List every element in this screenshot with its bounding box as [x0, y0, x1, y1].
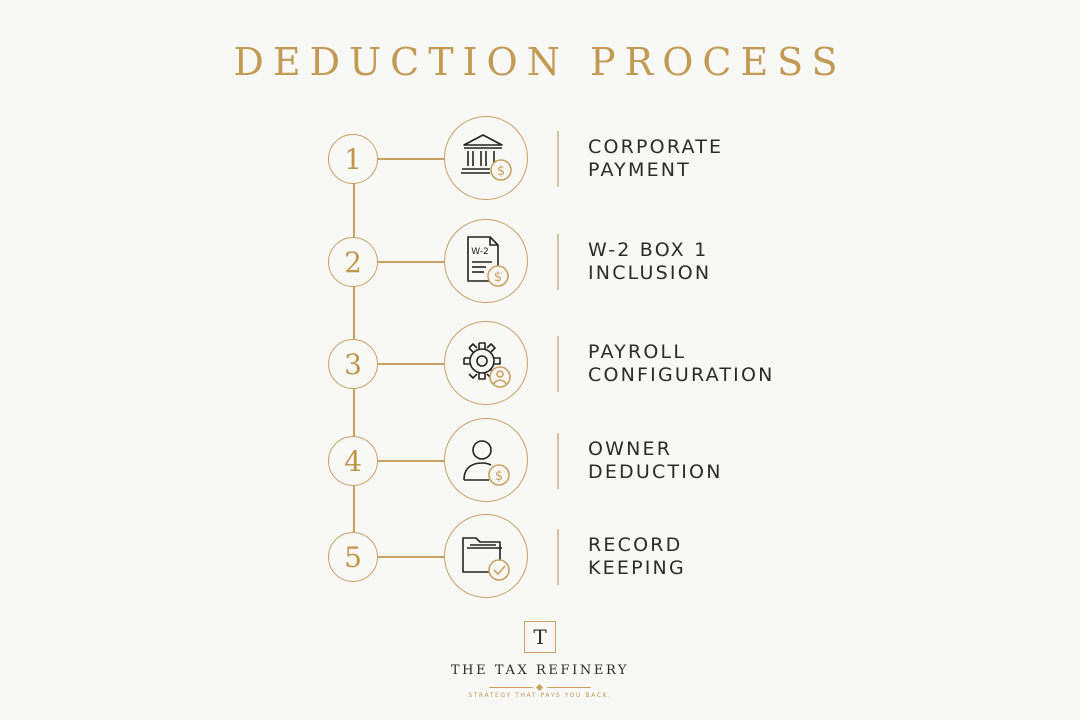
divider [557, 433, 559, 489]
step-number: 4 [328, 436, 378, 486]
step-label: PAYROLL CONFIGURATION [588, 341, 848, 387]
divider [557, 131, 559, 187]
w2-text: W-2 [471, 247, 489, 257]
icon-badge: W-2 $ [444, 219, 528, 303]
divider [557, 529, 559, 585]
brand-divider [489, 683, 591, 692]
person-dollar-icon: $ [463, 440, 510, 486]
step-5: 5 RECORD KEEPING [0, 512, 1080, 602]
connector-line [378, 261, 444, 263]
step-label-line1: CORPORATE [588, 136, 724, 158]
step-2: 2 W-2 $ W-2 BOX 1 INCLUSION [0, 217, 1080, 307]
connector-line [378, 158, 444, 160]
step-label-line1: RECORD [588, 534, 683, 556]
step-1: 1 $ CORPORATE PAYMENT [0, 114, 1080, 204]
logo-monogram: T [524, 621, 556, 653]
bank-dollar-icon: $ [461, 134, 512, 181]
w2-form-dollar-icon: W-2 $ [467, 236, 509, 287]
svg-text:$: $ [495, 469, 503, 484]
connector-line [378, 363, 444, 365]
svg-text:$: $ [497, 164, 505, 179]
icon-badge: $ [444, 116, 528, 200]
step-label: RECORD KEEPING [588, 534, 848, 580]
divider [557, 234, 559, 290]
brand-name: THE TAX REFINERY [450, 663, 630, 678]
step-label-line1: W-2 BOX 1 [588, 239, 709, 261]
step-label-line1: OWNER [588, 438, 673, 460]
step-label-line2: DEDUCTION [588, 461, 723, 483]
page-title: DEDUCTION PROCESS [233, 40, 847, 84]
connector-line [378, 460, 444, 462]
step-number: 3 [328, 339, 378, 389]
brand-tagline: STRATEGY THAT PAYS YOU BACK. [468, 692, 612, 699]
icon-badge: $ [444, 418, 528, 502]
gear-person-icon [463, 342, 511, 388]
step-label-line2: PAYMENT [588, 159, 691, 181]
step-number: 2 [328, 237, 378, 287]
step-label-line2: INCLUSION [588, 262, 712, 284]
folder-check-icon [462, 537, 510, 581]
step-label-line2: KEEPING [588, 557, 686, 579]
connector-line [378, 556, 444, 558]
divider [557, 336, 559, 392]
step-label-line2: CONFIGURATION [588, 364, 775, 386]
step-4: 4 $ OWNER DEDUCTION [0, 416, 1080, 506]
step-label: OWNER DEDUCTION [588, 438, 848, 484]
step-label: W-2 BOX 1 INCLUSION [588, 239, 848, 285]
icon-badge [444, 321, 528, 405]
icon-badge [444, 514, 528, 598]
step-3: 3 PAYROLL CONFIGURATION [0, 319, 1080, 409]
step-number: 5 [328, 532, 378, 582]
step-label-line1: PAYROLL [588, 341, 687, 363]
step-number: 1 [328, 134, 378, 184]
step-label: CORPORATE PAYMENT [588, 136, 848, 182]
svg-text:$: $ [494, 270, 502, 285]
